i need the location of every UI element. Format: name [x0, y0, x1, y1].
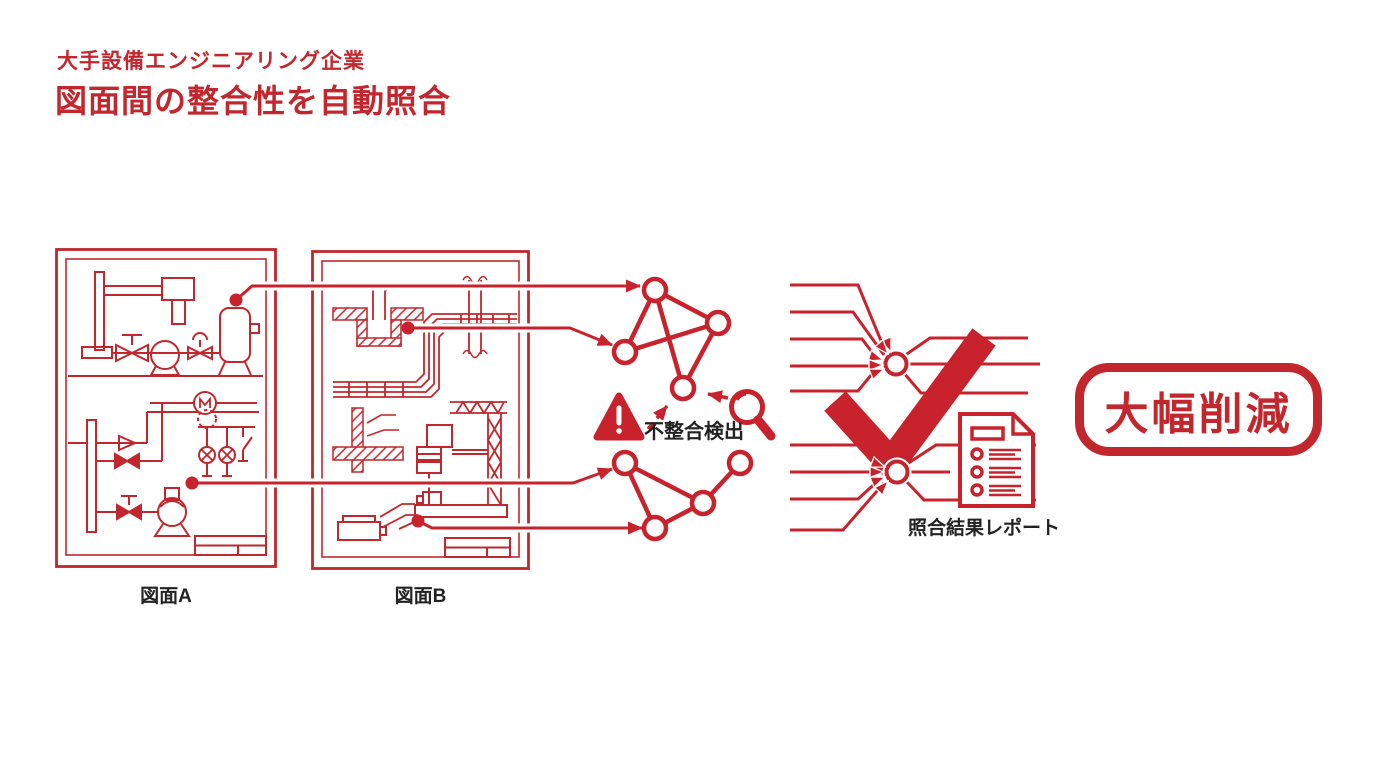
drawing-b-frame [311, 250, 530, 570]
pump-icon [157, 497, 187, 527]
column [468, 280, 482, 354]
valve-icon [115, 343, 149, 363]
drawing-a-schematic [55, 248, 277, 568]
magnifier-pointer-arrow [707, 390, 729, 404]
truss [450, 400, 507, 415]
beam [351, 407, 364, 473]
result-badge: 大幅削減 [1075, 363, 1322, 456]
page-title: 図面間の整合性を自動照合 [55, 83, 452, 119]
pump-icon [150, 340, 180, 370]
drawing-a-frame [55, 248, 277, 568]
report-label: 照合結果レポート [908, 518, 1061, 539]
warning-icon [593, 392, 645, 441]
report-document-icon [958, 412, 1035, 508]
merge-arrowheads [867, 335, 892, 497]
drawing-b-label: 図面B [394, 586, 447, 607]
comparison-lines-top [790, 283, 1040, 395]
match-graph-bottom [611, 449, 754, 542]
valve-icon [116, 503, 142, 521]
merge-nodes [881, 349, 912, 487]
leader-halos [192, 281, 642, 533]
machine [337, 521, 381, 541]
foundation-pit [332, 307, 424, 347]
leader-dots [185, 293, 425, 528]
result-badge-label: 大幅削減 [1104, 389, 1293, 439]
tank-icon [219, 307, 251, 363]
leader-lines [192, 279, 643, 535]
control-valve-icon [187, 345, 213, 361]
check-valve-icon [118, 434, 138, 452]
beam [332, 446, 404, 461]
company-subtitle: 大手設備エンジニアリング企業 [57, 50, 365, 73]
magnifier-icon [729, 389, 776, 441]
valve-icon [114, 452, 140, 470]
mismatch-detection-label: 不整合検出 [644, 421, 744, 443]
drawing-a-label: 図面A [140, 586, 192, 607]
tower [487, 413, 502, 506]
match-graph-top [611, 276, 732, 402]
mismatch-pointer-arrow [646, 404, 669, 431]
